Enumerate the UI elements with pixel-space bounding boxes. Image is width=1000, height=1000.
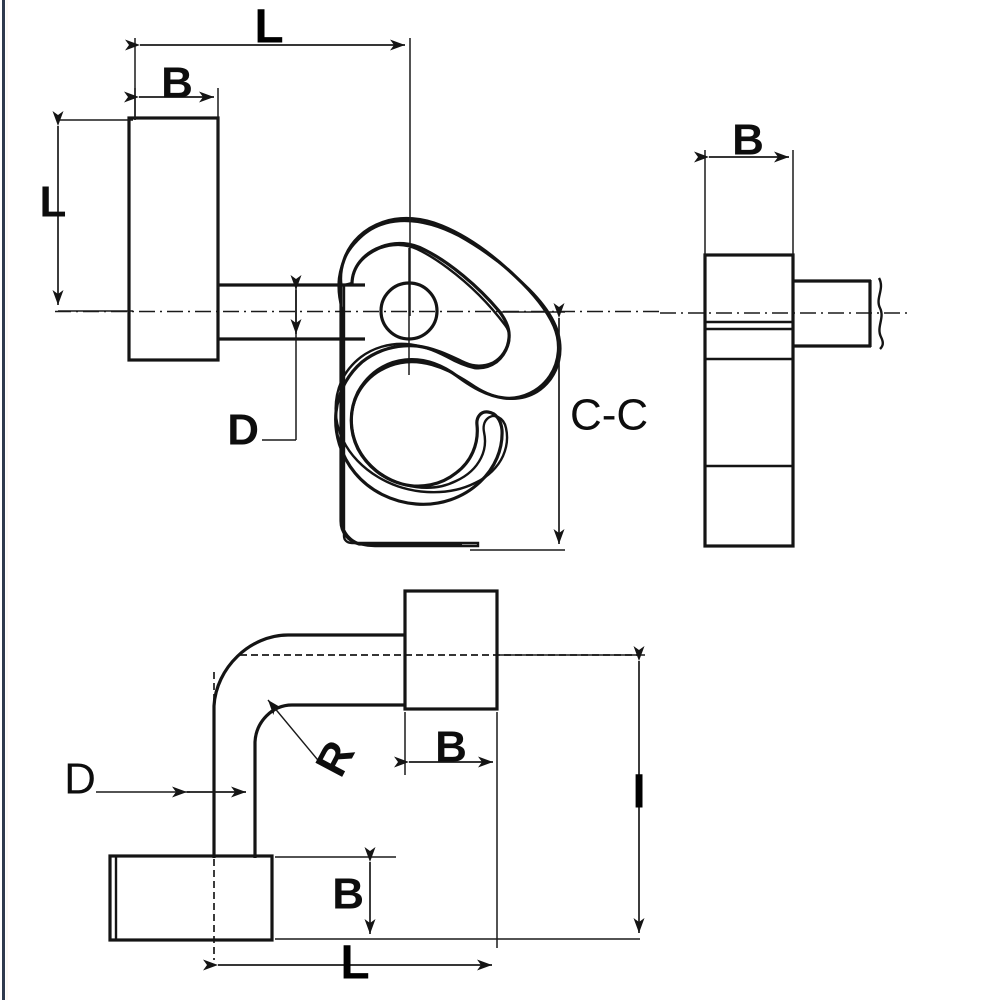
front-elevation-view: L B L D C-C xyxy=(40,1,660,551)
side-elevation-view: B xyxy=(660,116,912,548)
hook-profile xyxy=(334,216,561,546)
plan-view: D R B B L I xyxy=(64,589,646,990)
page-left-border-highlight xyxy=(6,0,8,1000)
dim-label-plan-R-group: R xyxy=(306,733,364,784)
dim-label-front-L-height: L xyxy=(40,178,67,227)
dim-label-plan-L: L xyxy=(340,937,369,990)
dim-label-plan-I: I xyxy=(632,766,645,819)
dim-label-section-CC: C-C xyxy=(570,391,648,440)
dim-label-front-L: L xyxy=(254,1,283,54)
side-shaft-break-line xyxy=(877,277,884,350)
dim-label-plan-D: D xyxy=(64,755,96,804)
dim-label-front-B: B xyxy=(161,59,193,108)
dim-label-plan-B-lower: B xyxy=(332,870,364,919)
plan-upper-block xyxy=(403,589,499,711)
plan-tube-outer-wall xyxy=(212,633,405,858)
plan-lower-block xyxy=(108,854,274,942)
side-body-rect xyxy=(703,253,795,548)
dim-label-plan-B-upper: B xyxy=(435,723,467,772)
hook-body-outline xyxy=(334,219,562,548)
plan-tube-inner-wall xyxy=(253,703,405,858)
dim-label-side-B: B xyxy=(732,116,764,165)
front-end-block xyxy=(127,116,220,362)
dim-plan-R-leader xyxy=(267,699,323,766)
dim-label-plan-R: R xyxy=(306,733,364,784)
hook-eye-hole xyxy=(379,281,439,341)
dim-label-front-D: D xyxy=(227,406,259,455)
page-left-border-stripe xyxy=(2,0,5,1000)
